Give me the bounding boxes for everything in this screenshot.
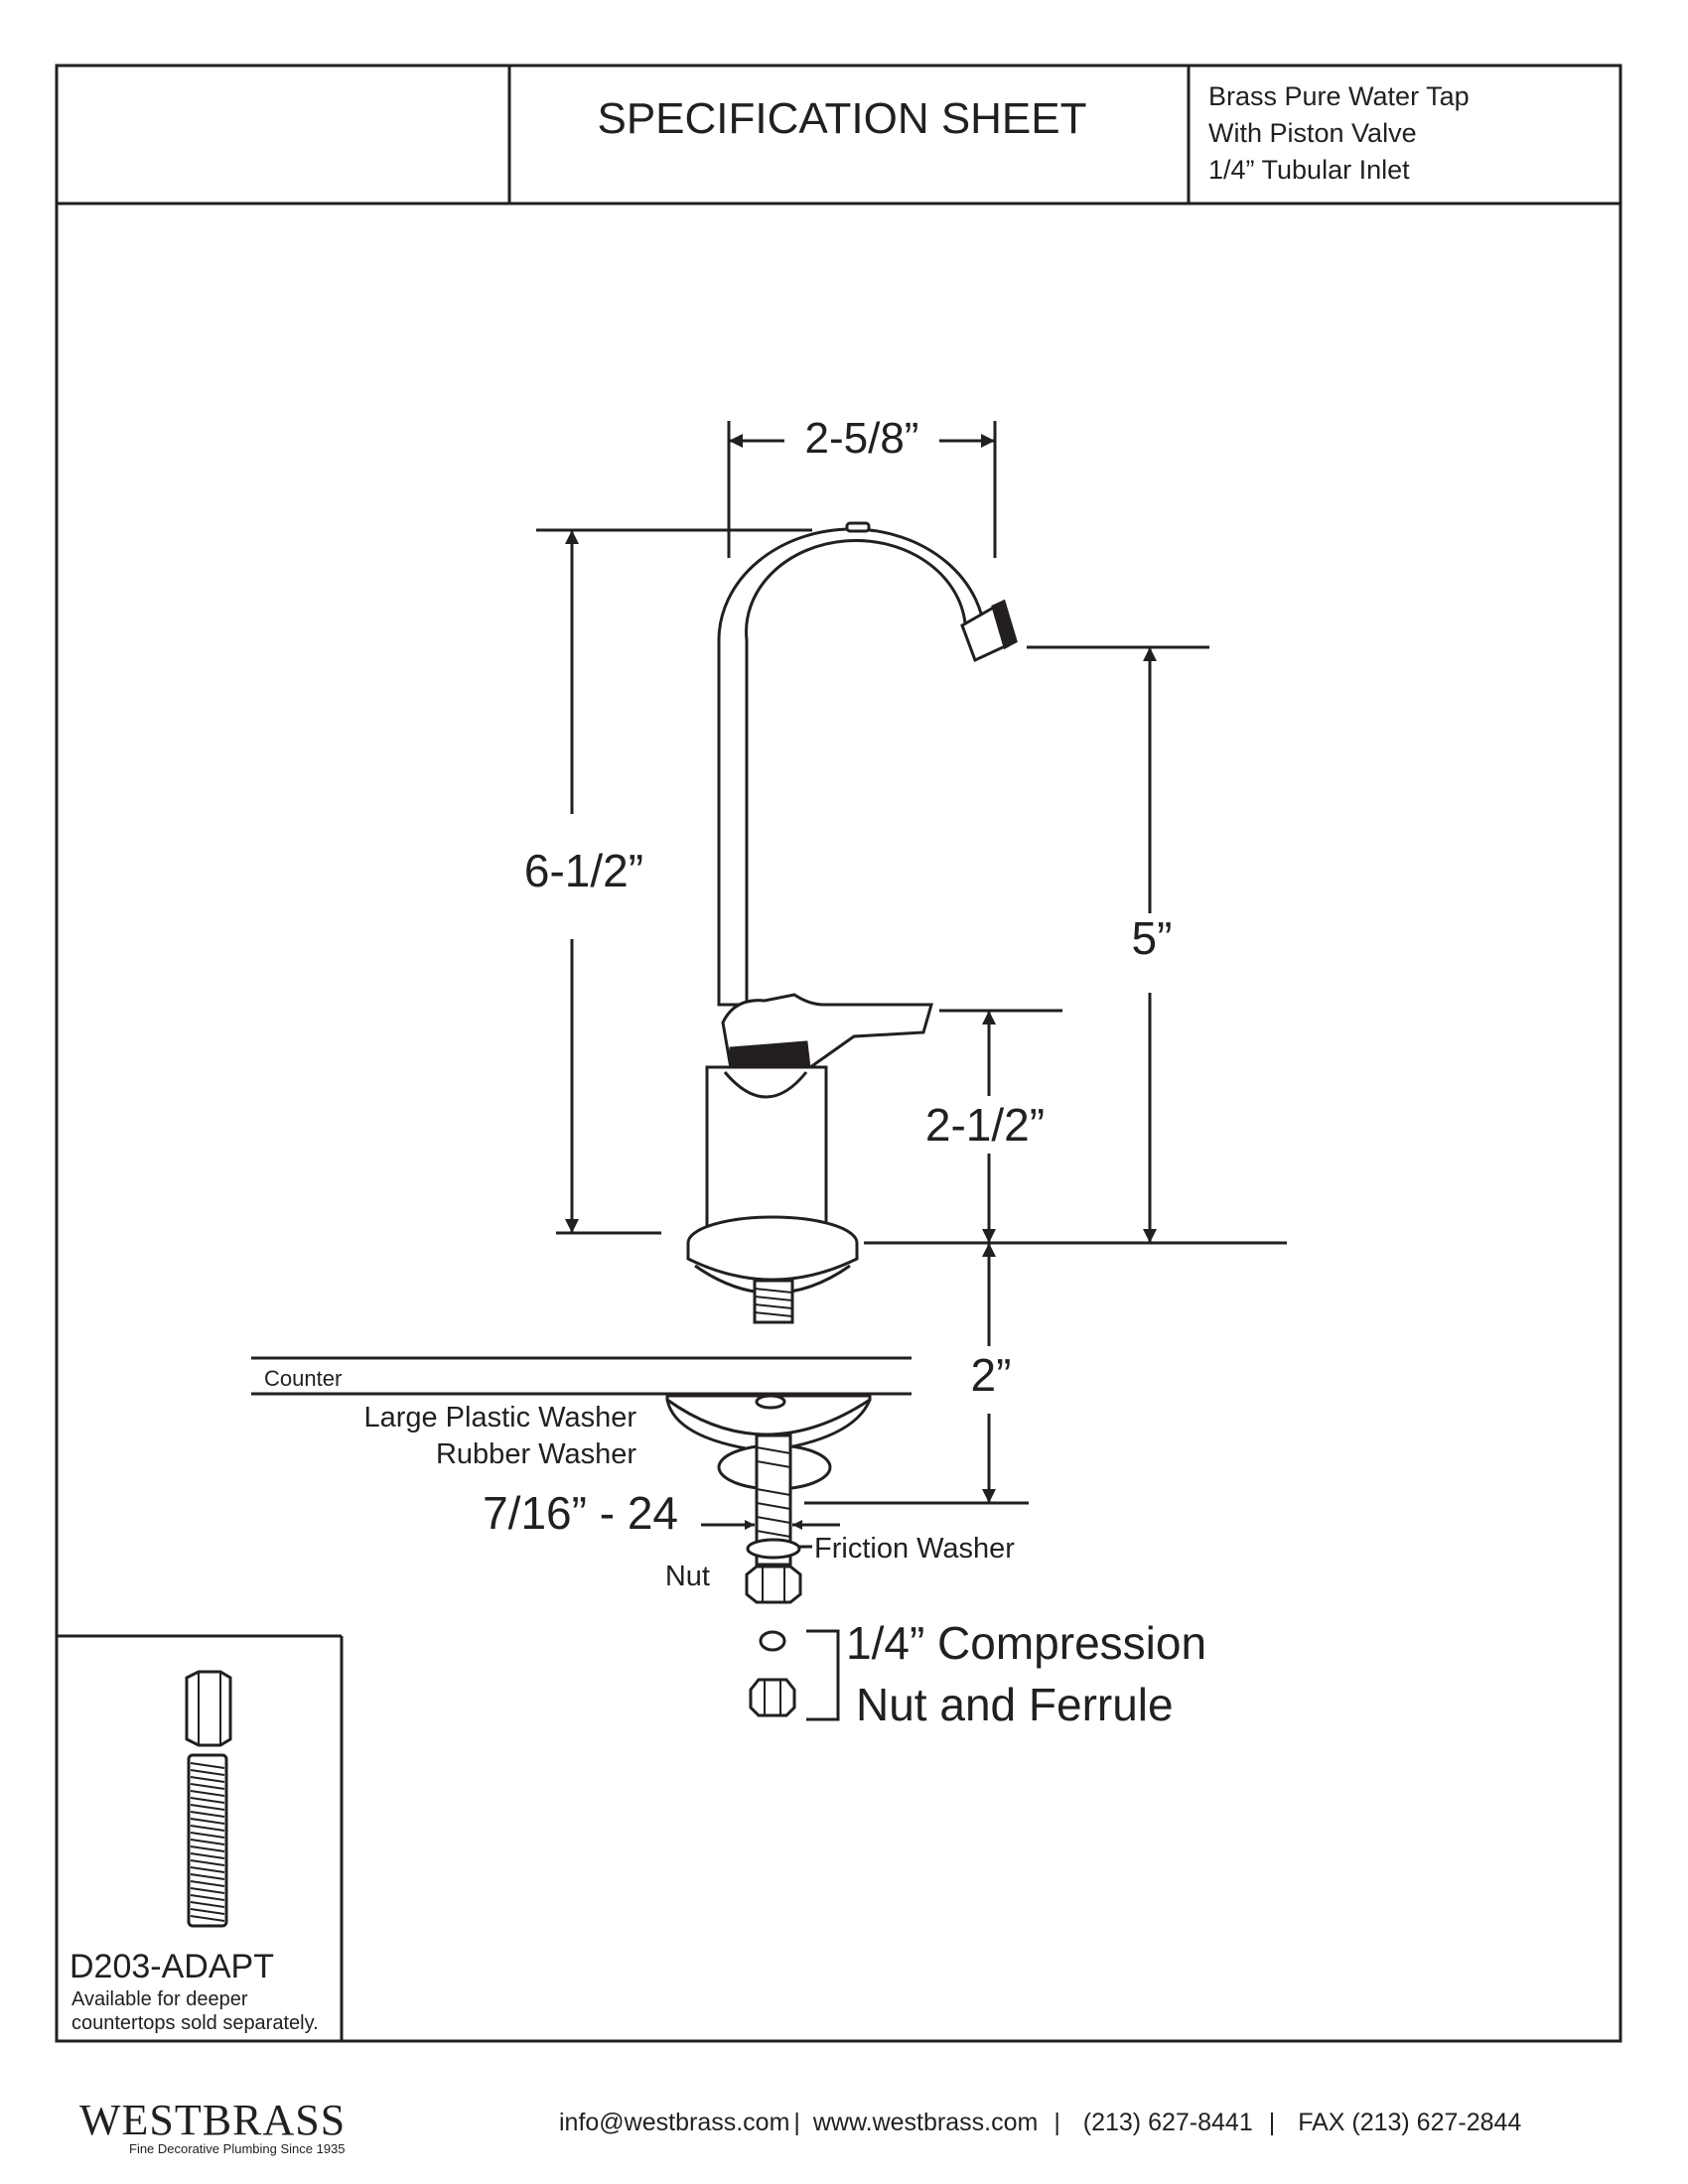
thread-line: [190, 1908, 225, 1915]
email-link[interactable]: info@westbrass.com: [559, 2109, 790, 2136]
label-compression-2: Nut and Ferrule: [856, 1679, 1174, 1730]
product-line-2: With Piston Valve: [1208, 118, 1417, 148]
thread-line: [190, 1894, 225, 1901]
compression-nut: [749, 1678, 796, 1717]
phone-number: (213) 627-8441: [1082, 2109, 1253, 2136]
footer: WESTBRASS Fine Decorative Plumbing Since…: [0, 2085, 1688, 2164]
label-large-plastic-washer: Large Plastic Washer: [363, 1402, 636, 1433]
accessory-note-1: Available for deeper: [71, 1988, 248, 2010]
fax-number: FAX (213) 627-2844: [1298, 2109, 1522, 2136]
brand-logo: WESTBRASS Fine Decorative Plumbing Since…: [79, 2095, 346, 2156]
thread-line: [190, 1790, 225, 1797]
thread-line: [190, 1859, 225, 1866]
friction-washer: [746, 1538, 801, 1560]
thread-line: [190, 1825, 225, 1832]
thread-line: [190, 1804, 225, 1811]
accessory-model: D203-ADAPT: [70, 1948, 274, 1985]
gooseneck-spout: [717, 527, 987, 1007]
dim-spout-reach: 2-5/8”: [805, 414, 919, 463]
thread-line: [190, 1880, 225, 1887]
thread-line: [190, 1901, 225, 1908]
thread-line: [190, 1832, 225, 1839]
dim-spout-height: 5”: [1132, 912, 1173, 964]
thread-line: [190, 1866, 225, 1873]
thread-line: [190, 1887, 225, 1894]
label-thread-size: 7/16” - 24: [483, 1487, 678, 1539]
sheet-title: SPECIFICATION SHEET: [597, 94, 1086, 143]
adapter-coupling: [185, 1670, 232, 1747]
counter-lines: [251, 1356, 912, 1396]
thread-line: [190, 1811, 225, 1818]
thread-line: [190, 1783, 225, 1790]
label-compression-1: 1/4” Compression: [846, 1617, 1206, 1669]
accessory-note-2: countertops sold separately.: [71, 2012, 319, 2034]
thread-line: [190, 1915, 225, 1922]
sheet-frame: [55, 64, 1622, 2043]
faucet-drawing: [686, 521, 1018, 1324]
separator: |: [793, 2109, 800, 2136]
thread-line: [190, 1797, 225, 1804]
dimension-lines: [536, 421, 1287, 1721]
website-link[interactable]: www.westbrass.com: [812, 2109, 1039, 2136]
thread-line: [190, 1776, 225, 1783]
thread-line: [190, 1873, 225, 1880]
product-line-3: 1/4” Tubular Inlet: [1208, 155, 1410, 185]
dim-overall-height: 6-1/2”: [524, 845, 643, 896]
thread-line: [190, 1762, 225, 1769]
thread-line: [190, 1839, 225, 1845]
label-friction-washer: Friction Washer: [814, 1533, 1015, 1565]
adapter-threads: [190, 1762, 225, 1922]
brand-tagline: Fine Decorative Plumbing Since 1935: [129, 2141, 346, 2156]
separator: |: [1054, 2109, 1060, 2136]
ferrule: [759, 1630, 786, 1652]
dim-shank-length: 2”: [971, 1349, 1012, 1401]
thread-line: [190, 1845, 225, 1852]
thread-line: [190, 1818, 225, 1825]
separator: |: [1268, 2109, 1276, 2136]
dim-handle-height: 2-1/2”: [925, 1099, 1045, 1151]
product-line-1: Brass Pure Water Tap: [1208, 81, 1470, 111]
label-nut: Nut: [665, 1561, 710, 1592]
label-rubber-washer: Rubber Washer: [436, 1438, 636, 1470]
brand-name: WESTBRASS: [79, 2096, 347, 2144]
mounting-hardware: [665, 1394, 872, 1717]
mounting-nut: [745, 1565, 802, 1604]
counter-label: Counter: [264, 1366, 342, 1391]
contact-info: info@westbrass.com| www.westbrass.com| (…: [559, 2109, 1521, 2137]
thread-line: [190, 1769, 225, 1776]
thread-line: [190, 1852, 225, 1859]
